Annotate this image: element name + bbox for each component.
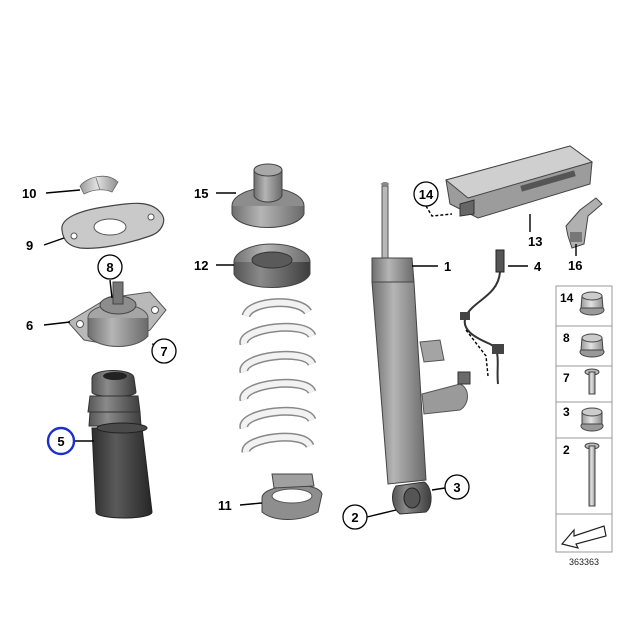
legend-item-2: 2 (555, 437, 613, 515)
callout-4-text: 4 (534, 259, 542, 274)
flange-nut-icon (579, 291, 605, 316)
hardware-legend: 14 8 7 (555, 285, 613, 567)
callout-6: 6 (26, 318, 33, 333)
callout-5-text: 5 (57, 434, 64, 449)
part-15-spring-seat-upper (231, 163, 305, 228)
callout-1: 1 (444, 259, 451, 274)
callout-15: 15 (194, 186, 208, 201)
callout-10-text: 10 (22, 186, 36, 201)
callout-5-highlight-ring (46, 426, 76, 456)
callout-13: 13 (528, 234, 542, 249)
callout-8-text: 8 (106, 260, 113, 275)
part-10-cap (79, 175, 119, 195)
callout-1-text: 1 (444, 259, 451, 274)
part-9-gasket (61, 202, 165, 249)
callout-3-text: 3 (453, 480, 460, 495)
part-12-spring-pad (233, 243, 311, 288)
legend-item-8: 8 (555, 325, 613, 367)
legend-item-7-label: 7 (563, 371, 570, 385)
legend-item-14-label: 14 (560, 291, 574, 305)
direction-arrow-icon (560, 525, 607, 549)
diagram-number: 363363 (569, 557, 599, 567)
legend-item-3: 3 (555, 401, 613, 439)
part-5-dust-boot (87, 370, 153, 519)
callout-16: 16 (568, 258, 582, 273)
callout-4: 4 (534, 259, 542, 274)
callout-2: 2 (342, 504, 368, 530)
callout-8: 8 (97, 254, 123, 280)
callout-12: 12 (194, 258, 208, 273)
bolt-icon (584, 442, 600, 507)
callout-16-text: 16 (568, 258, 582, 273)
legend-item-2-label: 2 (563, 443, 570, 457)
callout-12-text: 12 (194, 258, 208, 273)
part-1-shock-absorber (371, 182, 471, 515)
callout-14-text: 14 (419, 187, 434, 202)
callout-14: 14 (413, 181, 439, 207)
callout-9-text: 9 (26, 238, 33, 253)
part-4-sensor-cable (460, 249, 505, 385)
legend-item-14: 14 (555, 285, 613, 327)
legend-arrow-box (555, 513, 613, 553)
screw-icon (584, 368, 600, 395)
callout-11: 11 (218, 498, 232, 513)
nut-icon (579, 333, 605, 358)
callout-13-text: 13 (528, 234, 542, 249)
callout-2-text: 2 (351, 510, 358, 525)
callout-7: 7 (151, 338, 177, 364)
part-6-top-mount (67, 281, 167, 347)
hex-nut-icon (580, 407, 604, 432)
part-16-bracket (565, 197, 603, 249)
callout-7-text: 7 (160, 344, 167, 359)
part-13-control-unit (444, 145, 594, 219)
coil-spring (239, 298, 317, 454)
part-11-spring-seat-lower (261, 473, 323, 520)
legend-item-8-label: 8 (563, 331, 570, 345)
legend-item-3-label: 3 (563, 405, 570, 419)
callout-3: 3 (444, 474, 470, 500)
callout-10: 10 (22, 186, 36, 201)
callout-9: 9 (26, 238, 33, 253)
callout-11-text: 11 (218, 498, 232, 513)
callout-6-text: 6 (26, 318, 33, 333)
legend-item-7: 7 (555, 365, 613, 403)
callout-5-highlighted: 5 (46, 426, 76, 456)
callout-15-text: 15 (194, 186, 208, 201)
